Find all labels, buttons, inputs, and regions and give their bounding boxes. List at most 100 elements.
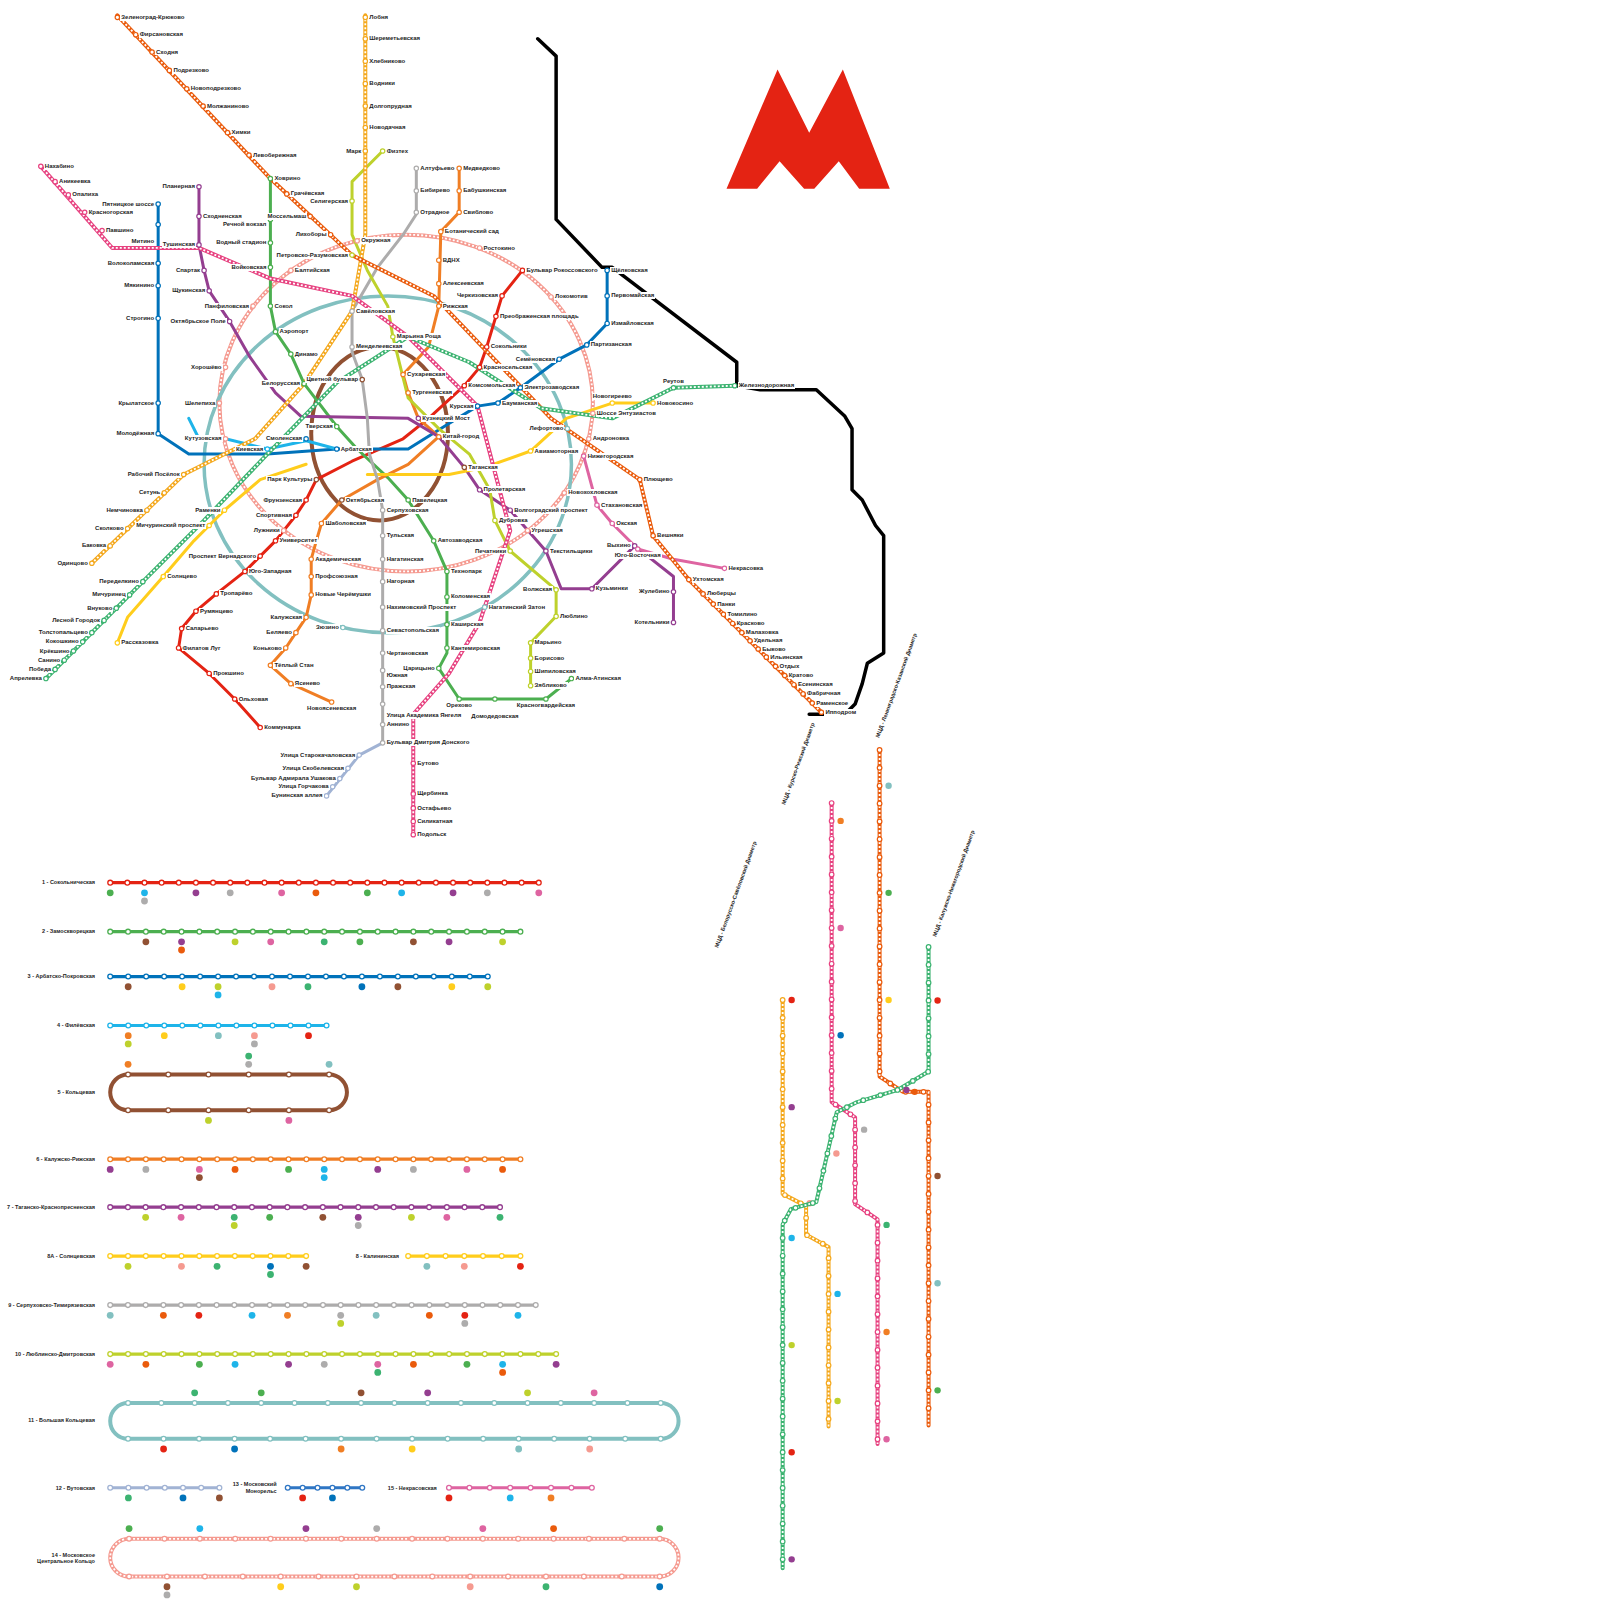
station-dot (748, 639, 752, 643)
strip-station (780, 1051, 785, 1056)
station-label: Арбатская (340, 446, 373, 453)
station-dot (554, 614, 558, 618)
station-dot (411, 806, 415, 810)
strip-station (445, 1536, 450, 1541)
station-dot (730, 621, 734, 625)
station-dot (328, 232, 332, 236)
station-dot (363, 59, 367, 63)
strip-station (875, 1401, 880, 1406)
station-label: Курская (449, 403, 475, 410)
station-label: Первомайская (610, 292, 655, 299)
transfer-dot (591, 1389, 598, 1396)
station-label: Спартак (175, 267, 201, 274)
station-dot (161, 574, 165, 578)
station-dot (66, 193, 70, 197)
strip-station (286, 1254, 291, 1259)
strip-station (619, 1574, 624, 1579)
transfer-dot (142, 938, 149, 945)
station-dot (380, 668, 384, 672)
strip-station (108, 1023, 113, 1028)
strip-station (482, 1157, 487, 1162)
station-label: Южная (386, 672, 409, 679)
transfer-dot (142, 1166, 149, 1173)
station-label: Бульвар Дмитрия Донского (386, 739, 471, 746)
station-dot (304, 615, 308, 619)
station-label: Рассказовка (120, 639, 159, 646)
transfer-dot (446, 938, 453, 945)
strip-station (780, 1432, 785, 1437)
strip-station (465, 1157, 470, 1162)
strip-station (126, 1485, 131, 1490)
station-dot (194, 609, 198, 613)
strip-station (485, 974, 490, 979)
transfer-dot (178, 947, 185, 954)
transfer-dot (543, 1583, 550, 1590)
strip-station (252, 974, 257, 979)
station-dot (197, 243, 201, 247)
station-label: Севастопольская (386, 627, 440, 634)
station-dot (557, 357, 561, 361)
transfer-dot (834, 1398, 840, 1404)
strip-station (516, 1303, 521, 1308)
strip-station (782, 1218, 787, 1223)
station-dot (308, 214, 312, 218)
strip-station (875, 1276, 880, 1281)
strip-station (502, 880, 507, 885)
station-label: Хорошёво (190, 364, 223, 371)
strip-station (820, 1241, 825, 1246)
strip-station (279, 880, 284, 885)
station-dot (223, 437, 227, 441)
strip-station (194, 880, 199, 885)
strip-station (468, 1574, 473, 1579)
station-label: Строгино (125, 315, 155, 322)
station-label: Стахановская (600, 502, 643, 509)
station-dot (591, 411, 595, 415)
transfer-dot (535, 889, 542, 896)
mcd-line-dash (46, 337, 735, 679)
transfer-dot (215, 983, 222, 990)
strip-station (232, 1303, 237, 1308)
strip-station (202, 1574, 207, 1579)
station-dot (485, 345, 489, 349)
station-label: Подольск (416, 831, 447, 838)
strip-station (783, 1193, 788, 1198)
transfer-dot (374, 1361, 381, 1368)
transfer-dot (358, 1389, 365, 1396)
strip-station (162, 1536, 167, 1541)
strip-ring (110, 1539, 678, 1577)
station-label: Нахабино (44, 163, 75, 170)
strip-station (780, 1557, 785, 1562)
strip-station (829, 961, 834, 966)
strip-station (533, 1303, 538, 1308)
station-dot (360, 377, 364, 381)
strip-station (162, 1485, 167, 1490)
strip-station (108, 1303, 113, 1308)
strip-station (199, 1485, 204, 1490)
mcc-ring (219, 235, 592, 572)
station-dot (445, 622, 449, 626)
transfer-dot (461, 1320, 468, 1327)
station-label: Кратово (788, 672, 814, 679)
station-label: Киевская (235, 446, 264, 453)
transfer-dot (258, 1389, 265, 1396)
strip-station (926, 1281, 931, 1286)
strip-station (126, 1023, 131, 1028)
station-dot (222, 508, 226, 512)
strip-station (126, 1352, 131, 1357)
strip-station (176, 880, 181, 885)
strip-station (321, 1303, 326, 1308)
station-dot (217, 401, 221, 405)
station-label: Алтуфьево (419, 165, 455, 172)
strip-station (826, 1256, 831, 1261)
strip-station (374, 1303, 379, 1308)
strip-station (780, 1450, 785, 1455)
strip-station (536, 1352, 541, 1357)
station-label: Борисово (534, 655, 566, 662)
transfer-dot (903, 1087, 909, 1093)
line-title: МЦД - Ленинградско-Казанский Диаметр (874, 632, 918, 740)
transfer-dot (833, 1150, 839, 1156)
strip-station (877, 837, 882, 842)
station-label: Спортивная (255, 512, 293, 519)
station-dot (150, 50, 154, 54)
strip-station (161, 1254, 166, 1259)
